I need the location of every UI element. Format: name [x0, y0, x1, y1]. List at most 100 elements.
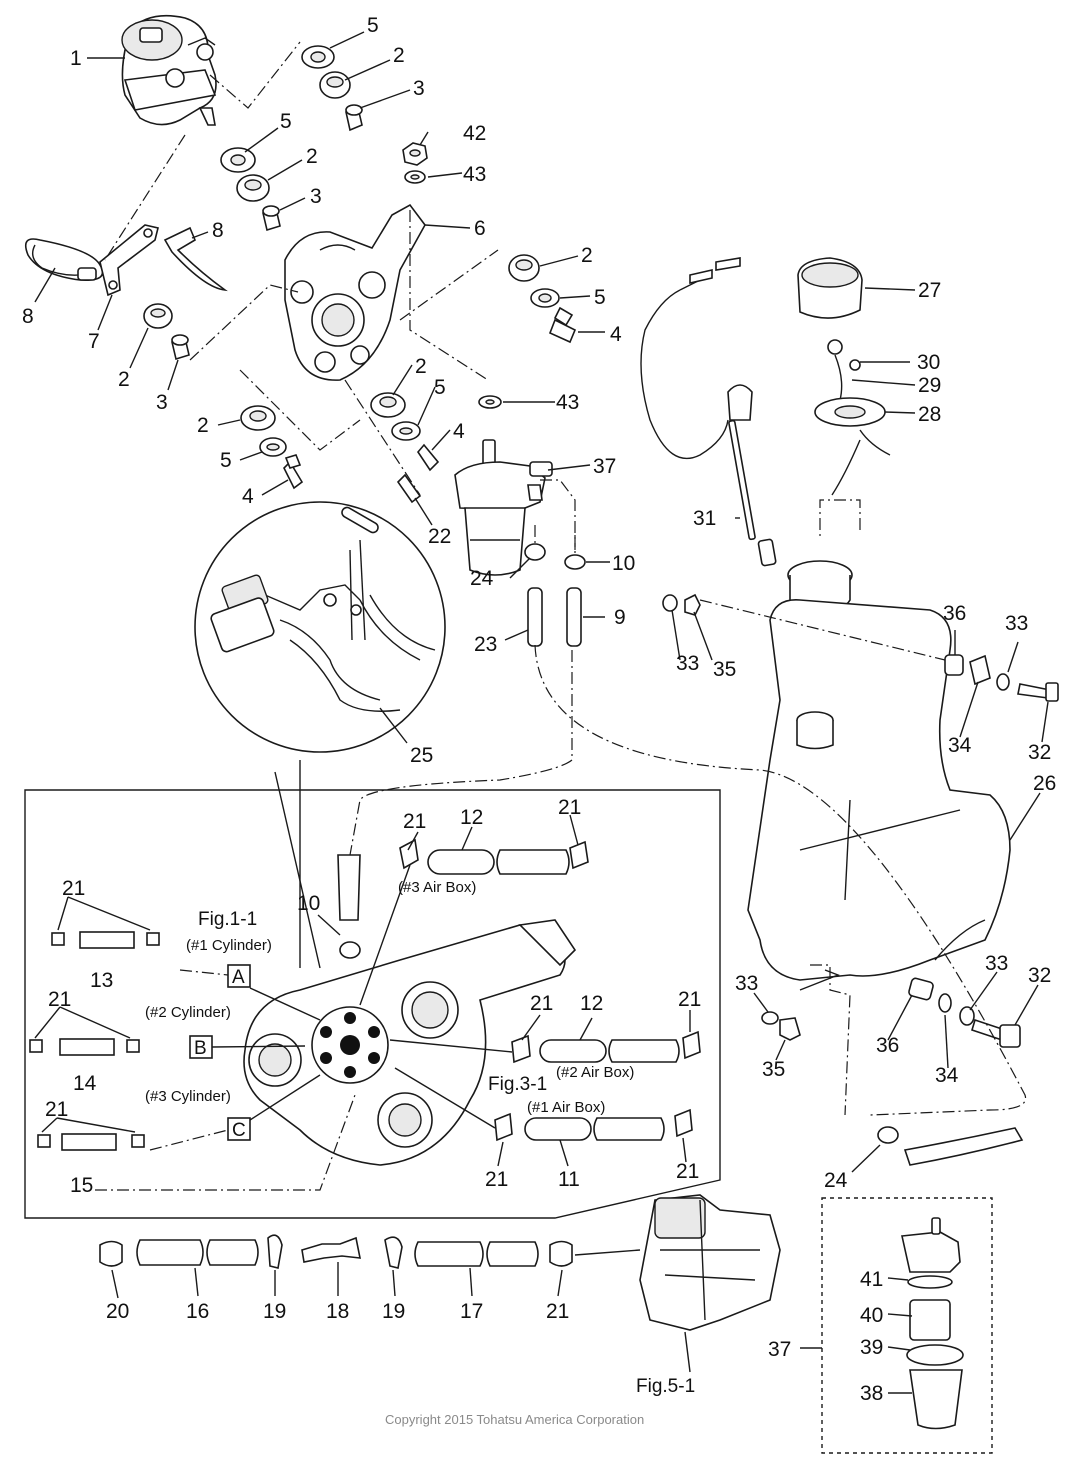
callout-25: 25 [410, 744, 433, 767]
tank-mount-upper [662, 593, 1059, 702]
callout-19: 19 [382, 1300, 405, 1323]
callout-35: 35 [762, 1058, 785, 1081]
fuel-pump [121, 14, 217, 126]
washer-43-lower [478, 395, 502, 409]
callout-33: 33 [985, 952, 1008, 975]
callout-10: 10 [297, 892, 320, 915]
callout-3: 3 [310, 185, 322, 208]
box-b-label: B [194, 1038, 207, 1059]
cylinder-2-label: (#2 Cylinder) [145, 1004, 231, 1021]
air-box-1-hose [494, 1108, 693, 1142]
grommet-set-left [143, 303, 190, 361]
fig-5-1-label: Fig.5-1 [636, 1376, 695, 1397]
callout-4: 4 [453, 420, 465, 443]
callout-17: 17 [460, 1300, 483, 1323]
callout-24: 24 [824, 1169, 848, 1192]
callout-12: 12 [460, 806, 483, 829]
callout-2: 2 [415, 355, 427, 378]
callout-6: 6 [474, 217, 486, 240]
callout-30: 30 [917, 351, 940, 374]
box-a-label: A [232, 967, 245, 988]
callout-5: 5 [594, 286, 606, 309]
fig-1-1-label: Fig.1-1 [198, 909, 257, 930]
inset-frame [24, 789, 721, 1219]
callout-19: 19 [263, 1300, 286, 1323]
callout-41: 41 [860, 1268, 883, 1291]
callout-3: 3 [413, 77, 425, 100]
callout-16: 16 [186, 1300, 209, 1323]
callout-14: 14 [73, 1072, 97, 1095]
grommet-set-right [508, 254, 577, 344]
grommet-set-lower-left [240, 405, 304, 490]
callout-34: 34 [935, 1064, 959, 1087]
callout-8: 8 [212, 219, 224, 242]
callout-21: 21 [48, 988, 71, 1011]
callout-5: 5 [434, 376, 446, 399]
callout-22: 22 [428, 525, 451, 548]
cylinder-hoses [29, 931, 251, 1151]
callout-20: 20 [106, 1300, 129, 1323]
callout-39: 39 [860, 1336, 883, 1359]
connector-lines [104, 41, 1027, 1116]
box-c-label: C [232, 1120, 246, 1141]
callout-28: 28 [918, 403, 941, 426]
tank-mount-lower [761, 977, 1024, 1166]
band-clamp [24, 238, 104, 282]
fuel-filter-assembly [454, 439, 553, 576]
detail-inset-circle [194, 501, 446, 753]
grommet-set-top-right [301, 45, 363, 132]
callout-34: 34 [948, 734, 972, 757]
callout-37: 37 [768, 1338, 791, 1361]
callout-21: 21 [676, 1160, 699, 1183]
callout-9: 9 [614, 606, 626, 629]
callout-2: 2 [306, 145, 318, 168]
filter-exploded [821, 1197, 993, 1454]
callout-21: 21 [546, 1300, 569, 1323]
callout-36: 36 [943, 602, 966, 625]
callout-27: 27 [918, 279, 941, 302]
callout-5: 5 [220, 449, 232, 472]
callout-4: 4 [610, 323, 622, 346]
fuel-tank [747, 560, 1011, 981]
grommet-set-top-center [220, 147, 281, 232]
callout-21: 21 [485, 1168, 508, 1191]
callout-35: 35 [713, 658, 736, 681]
fig-3-1-label: Fig.3-1 [488, 1074, 547, 1095]
callout-18: 18 [326, 1300, 349, 1323]
callout-4: 4 [242, 485, 254, 508]
callout-31: 31 [693, 507, 716, 530]
callout-2: 2 [118, 368, 130, 391]
inset-labels: Fig.1-1 (#1 Cylinder) (#2 Cylinder) (#3 … [145, 879, 695, 1397]
air-box-2-label: (#2 Air Box) [556, 1064, 634, 1081]
callout-12: 12 [580, 992, 603, 1015]
vapor-separator-fig51 [639, 1194, 781, 1331]
air-box-3-label: (#3 Air Box) [398, 879, 476, 896]
callout-labels: 1 5 2 3 5 2 3 42 43 8 6 8 7 2 3 2 5 4 2 … [22, 14, 1056, 1405]
callout-21: 21 [403, 810, 426, 833]
tank-cap-assembly [797, 257, 891, 496]
callout-43: 43 [463, 163, 486, 186]
callout-26: 26 [1033, 772, 1056, 795]
callout-15: 15 [70, 1174, 93, 1197]
callout-33: 33 [1005, 612, 1028, 635]
fuel-gauge-sender [640, 257, 777, 567]
callout-13: 13 [90, 969, 113, 992]
inset-arrows [95, 760, 513, 1191]
callout-29: 29 [918, 374, 941, 397]
callout-10: 10 [612, 552, 635, 575]
air-box-1-label: (#1 Air Box) [527, 1099, 605, 1116]
callout-32: 32 [1028, 964, 1051, 987]
callout-21: 21 [558, 796, 581, 819]
cylinder-1-label: (#1 Cylinder) [186, 937, 272, 954]
callout-42: 42 [463, 122, 486, 145]
callout-5: 5 [367, 14, 379, 37]
callout-7: 7 [88, 330, 100, 353]
callout-43: 43 [556, 391, 579, 414]
callout-2: 2 [581, 244, 593, 267]
callout-36: 36 [876, 1034, 899, 1057]
nut-and-washer [402, 142, 428, 184]
bracket-7 [99, 224, 159, 297]
leader-lines [34, 31, 1049, 1394]
callout-11: 11 [558, 1168, 580, 1191]
air-box-3-hose [337, 838, 589, 959]
